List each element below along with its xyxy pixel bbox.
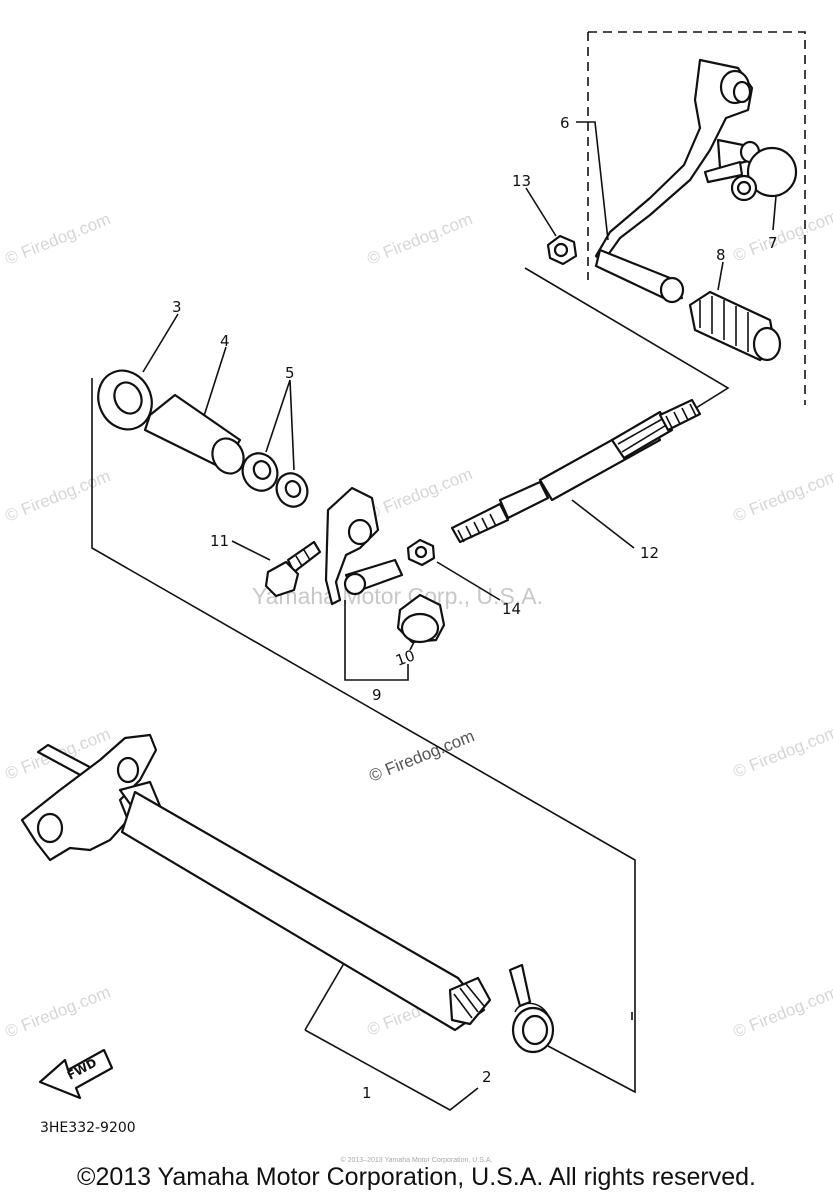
shift-pedal-arm (594, 58, 761, 304)
watermark-text: © Firedog.com (2, 982, 113, 1041)
callout-11: 11 (210, 532, 229, 550)
pedal-rubber (688, 290, 782, 362)
shift-rod (450, 398, 702, 544)
watermark-text: © Firedog.com (364, 464, 475, 523)
callout-3: 3 (172, 298, 182, 316)
watermark-text: © Firedog.com (730, 982, 833, 1041)
watermark-text: © Firedog.com (730, 206, 833, 265)
leader-lines (142, 121, 777, 651)
tiny-notice: © 2013–2013 Yamaha Motor Corporation, U.… (340, 1157, 493, 1164)
oil-seal (97, 369, 153, 431)
callout-6: 6 (560, 114, 570, 132)
callouts: 3 4 5 6 7 8 13 12 14 10 9 11 1 2 (172, 114, 778, 1102)
rod-nut (406, 538, 436, 567)
pivot-nut (546, 234, 578, 266)
pedal-pivot-collar (703, 146, 798, 202)
pedal-assembly-box (587, 31, 806, 405)
forward-arrow-icon: FWD (38, 1048, 114, 1100)
callout-4: 4 (220, 332, 230, 350)
callout-1: 1 (362, 1084, 372, 1102)
callout-7: 7 (768, 234, 778, 252)
callout-8: 8 (716, 246, 726, 264)
callout-10: 10 (393, 646, 417, 669)
shift-shaft (20, 733, 492, 1032)
watermark-text: © Firedog.com (2, 209, 113, 268)
callout-5: 5 (285, 364, 295, 382)
callout-9: 9 (372, 686, 382, 704)
collar (143, 393, 245, 475)
callout-14: 14 (502, 600, 521, 618)
copyright-footer: ©2013 Yamaha Motor Corporation, U.S.A. A… (77, 1163, 756, 1191)
watermark-text: © Firedog.com (366, 726, 477, 785)
ball-joint (396, 593, 446, 644)
diagram-code: 3HE332-9200 (40, 1120, 136, 1136)
shift-lever-joint (324, 486, 404, 606)
return-spring (508, 963, 555, 1054)
watermark-text: © Firedog.com (730, 722, 833, 781)
watermark-text: © Firedog.com (364, 209, 475, 268)
lever-bolt (264, 540, 322, 598)
callout-12: 12 (640, 544, 659, 562)
callout-2: 2 (482, 1068, 492, 1086)
watermark-text: © Firedog.com (2, 466, 113, 525)
bearings (241, 452, 309, 508)
callout-13: 13 (512, 172, 531, 190)
watermark-text: © Firedog.com (730, 466, 833, 525)
